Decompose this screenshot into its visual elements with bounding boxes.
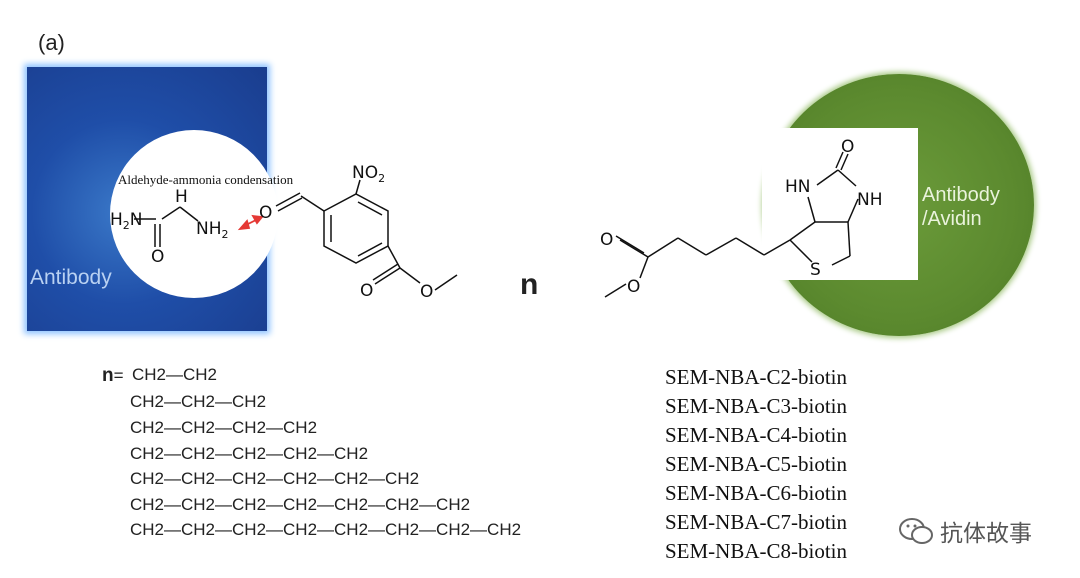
compound-name: SEM-NBA-C8-biotin: [665, 539, 848, 563]
chain-row: CH2—CH2—CH2—CH2—CH2: [130, 444, 369, 463]
reaction-disc: [110, 130, 278, 298]
antibody-label: Antibody: [30, 266, 112, 289]
n-definition-prefix: n=: [102, 365, 124, 387]
compound-name: SEM-NBA-C3-biotin: [665, 394, 848, 418]
biotin-urea-o: O: [841, 137, 854, 157]
condensation-arrow: [237, 214, 264, 231]
panel-label: (a): [38, 30, 65, 55]
biotin-ether-o: O: [627, 277, 640, 297]
semicarbazide-o: O: [151, 247, 164, 267]
semicarbazide-h2n: H2N: [110, 210, 143, 232]
biotin-sulfur: S: [810, 260, 821, 280]
compound-name: SEM-NBA-C7-biotin: [665, 510, 848, 534]
avidin-label: Antibody /Avidin: [922, 183, 1000, 231]
compound-name: SEM-NBA-C5-biotin: [665, 452, 848, 476]
biotin-skeleton: [604, 151, 859, 298]
wechat-icon: [899, 518, 933, 544]
compound-name: SEM-NBA-C2-biotin: [665, 365, 848, 389]
linker-n-symbol: n: [520, 268, 539, 301]
reaction-label: Aldehyde-ammonia condensation: [118, 172, 294, 187]
chain-row: CH2—CH2—CH2—CH2: [130, 418, 318, 437]
chain-row: CH2—CH2—CH2: [130, 392, 267, 411]
watermark: 抗体故事: [898, 514, 1032, 548]
biotin-hn: HN: [785, 177, 811, 197]
compound-name: SEM-NBA-C6-biotin: [665, 481, 848, 505]
nitrobenzoate-skeleton: [275, 179, 458, 291]
compound-name: SEM-NBA-C4-biotin: [665, 423, 848, 447]
semicarbazide-group: [134, 206, 199, 247]
watermark-text: 抗体故事: [940, 521, 1032, 547]
avidin-label-line2: /Avidin: [922, 208, 982, 230]
biotin-panel: [762, 128, 918, 280]
aldehyde-o: O: [259, 203, 272, 223]
nitro-label: NO2: [352, 163, 385, 185]
avidin-label-line1: Antibody: [922, 184, 1000, 206]
semicarbazide-nh2: NH2: [196, 219, 229, 241]
biotin-nh: NH: [857, 190, 883, 210]
n-symbol: n: [102, 365, 114, 386]
ester-ether-o: O: [420, 282, 433, 302]
semicarbazide-nh: H: [175, 187, 188, 207]
chain-row: CH2—CH2—CH2—CH2—CH2—CH2—CH2: [130, 495, 471, 514]
n-equals: =: [113, 366, 124, 385]
biotin-carbonyl-o: O: [600, 230, 613, 250]
chain-row: CH2—CH2: [132, 365, 218, 384]
chain-row: CH2—CH2—CH2—CH2—CH2—CH2: [130, 469, 420, 488]
ester-carbonyl-o: O: [360, 281, 373, 301]
chain-row: CH2—CH2—CH2—CH2—CH2—CH2—CH2—CH2: [130, 520, 522, 539]
